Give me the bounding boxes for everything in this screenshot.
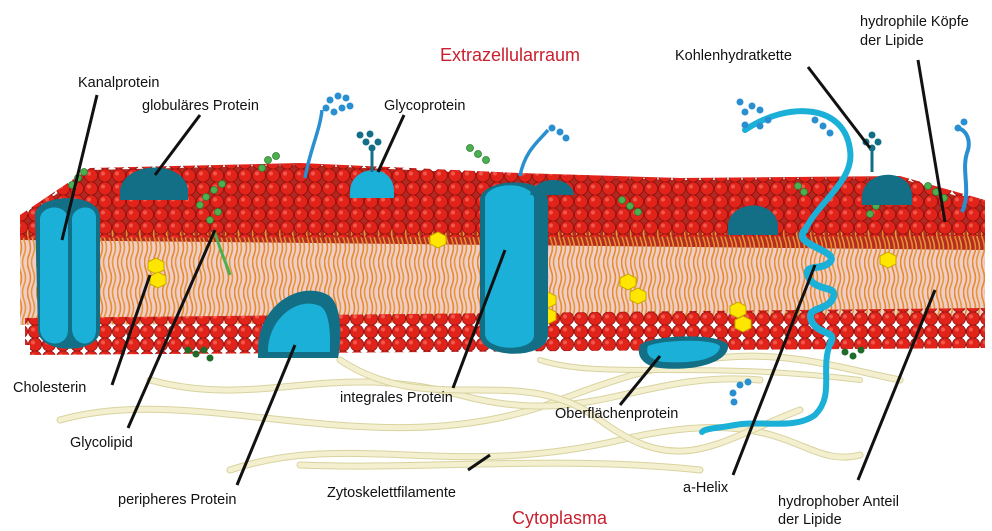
label-oberflaechenprotein: Oberflächenprotein <box>555 406 678 423</box>
label-integrales-protein: integrales Protein <box>340 390 453 407</box>
label-hydrophile-koepfe: hydrophile Köpfe <box>860 14 969 31</box>
glycoprotein <box>350 131 394 199</box>
label-hydrophober-anteil-line2: der Lipide <box>778 512 842 529</box>
cytoplasm-region-label: Cytoplasma <box>512 508 607 529</box>
label-glycoprotein: Glycoprotein <box>384 98 465 115</box>
label-cholesterin: Cholesterin <box>13 380 86 397</box>
label-kohlenhydratkette: Kohlenhydratkette <box>675 48 792 65</box>
label-glycolipid: Glycolipid <box>70 435 133 452</box>
label-kanalprotein: Kanalprotein <box>78 75 159 92</box>
label-a-helix: a-Helix <box>683 480 728 497</box>
label-hydrophile-koepfe-line2: der Lipide <box>860 33 924 50</box>
extracellular-region-label: Extrazellularraum <box>440 45 580 66</box>
label-globulaeres-protein: globuläres Protein <box>142 98 259 115</box>
label-zytoskelettfilamente: Zytoskelettfilamente <box>327 485 456 502</box>
label-peripheres-protein: peripheres Protein <box>118 492 237 509</box>
label-hydrophober-anteil: hydrophober Anteil <box>778 494 899 511</box>
